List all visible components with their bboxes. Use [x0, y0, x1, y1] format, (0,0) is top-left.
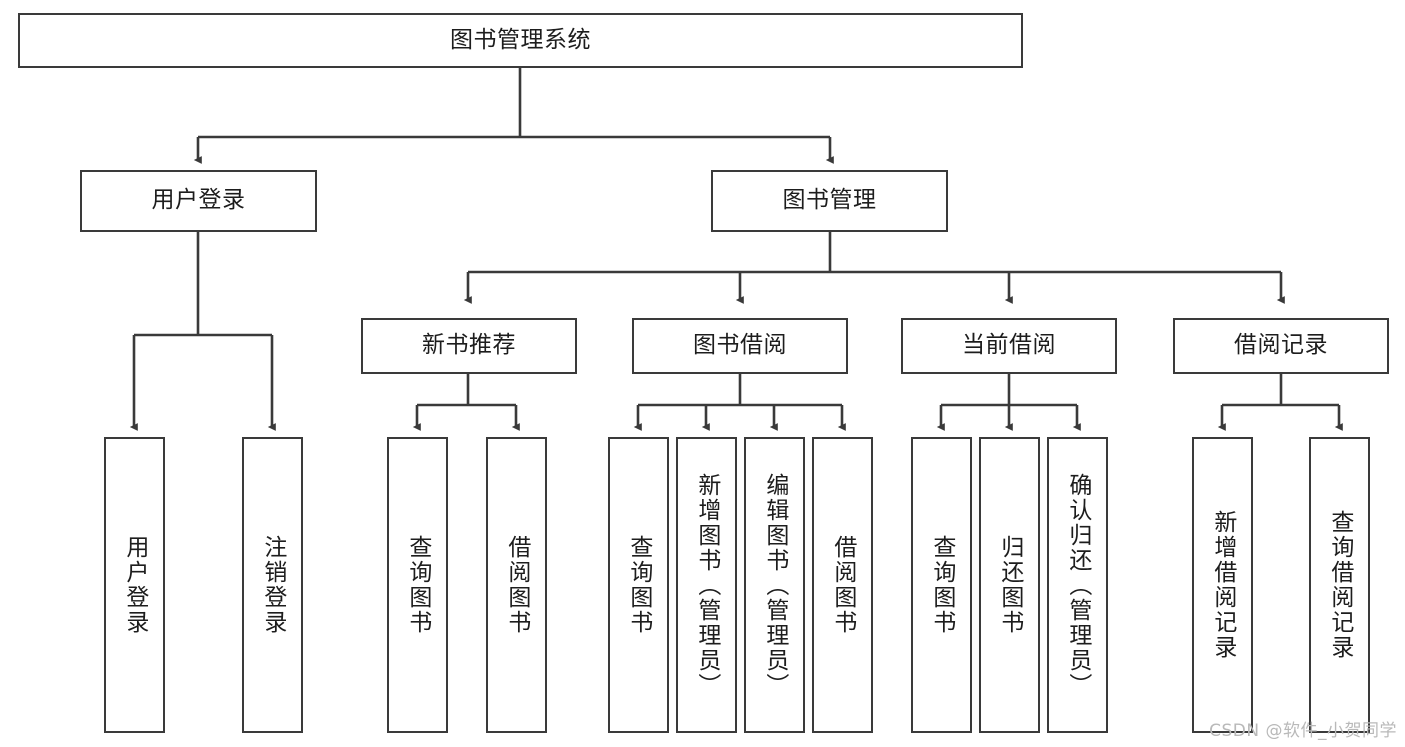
node-book-management[interactable]: 图书管理 [711, 170, 948, 232]
node-label: 图书管理系统 [450, 26, 591, 53]
csdn-watermark: CSDN @软件_小贺同学 [1209, 721, 1397, 741]
node-label: 编辑图书（管理员） [761, 472, 788, 698]
node-current-borrow[interactable]: 当前借阅 [901, 318, 1117, 374]
node-label: 查询图书 [928, 535, 955, 635]
leaf-user-login[interactable]: 用户登录 [104, 437, 165, 733]
node-root-book-management-system[interactable]: 图书管理系统 [18, 13, 1023, 68]
node-book-borrow[interactable]: 图书借阅 [632, 318, 848, 374]
leaf-return-book[interactable]: 归还图书 [979, 437, 1040, 733]
node-label: 确认归还（管理员） [1064, 472, 1091, 698]
node-new-book-recommend[interactable]: 新书推荐 [361, 318, 577, 374]
leaf-confirm-return-admin[interactable]: 确认归还（管理员） [1047, 437, 1108, 733]
leaf-borrow-book-recommend[interactable]: 借阅图书 [486, 437, 547, 733]
node-label: 借阅记录 [1234, 332, 1328, 359]
node-label: 归还图书 [996, 535, 1023, 635]
node-label: 用户登录 [121, 535, 148, 635]
leaf-borrow-book[interactable]: 借阅图书 [812, 437, 873, 733]
leaf-edit-book-admin[interactable]: 编辑图书（管理员） [744, 437, 805, 733]
leaf-add-borrow-record[interactable]: 新增借阅记录 [1192, 437, 1253, 733]
node-label: 借阅图书 [503, 535, 530, 635]
node-user-login[interactable]: 用户登录 [80, 170, 317, 232]
node-label: 新书推荐 [422, 332, 516, 359]
node-label: 查询图书 [625, 535, 652, 635]
node-label: 借阅图书 [829, 535, 856, 635]
leaf-query-borrow-record[interactable]: 查询借阅记录 [1309, 437, 1370, 733]
node-label: 注销登录 [259, 535, 286, 635]
node-label: 当前借阅 [962, 332, 1056, 359]
leaf-query-book-borrow[interactable]: 查询图书 [608, 437, 669, 733]
node-label: 查询借阅记录 [1326, 510, 1353, 660]
node-label: 新增借阅记录 [1209, 510, 1236, 660]
node-label: 查询图书 [404, 535, 431, 635]
node-borrow-record[interactable]: 借阅记录 [1173, 318, 1389, 374]
leaf-query-book-recommend[interactable]: 查询图书 [387, 437, 448, 733]
leaf-logout-login[interactable]: 注销登录 [242, 437, 303, 733]
leaf-add-book-admin[interactable]: 新增图书（管理员） [676, 437, 737, 733]
node-label: 新增图书（管理员） [693, 472, 720, 698]
leaf-query-book-current[interactable]: 查询图书 [911, 437, 972, 733]
node-label: 图书管理 [782, 187, 877, 214]
node-label: 图书借阅 [693, 332, 787, 359]
node-label: 用户登录 [151, 187, 246, 214]
